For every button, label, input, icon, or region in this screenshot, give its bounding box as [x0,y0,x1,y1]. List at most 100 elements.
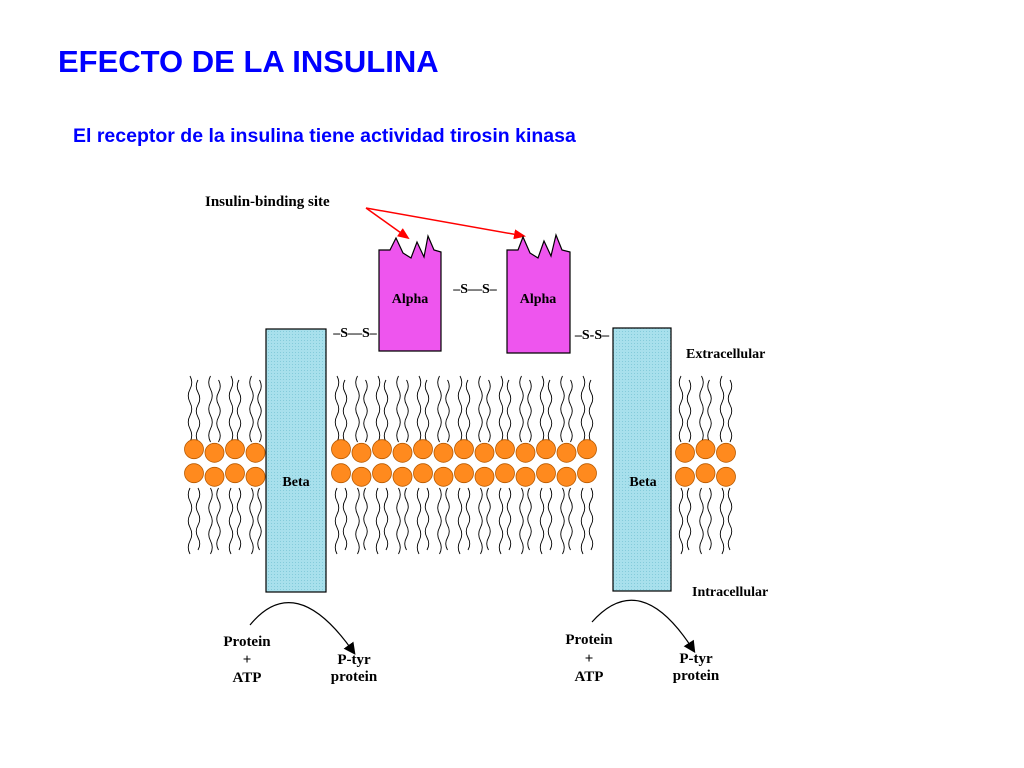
lipid-tail [506,379,512,443]
lipid-tail [580,487,586,555]
lipid-tail [560,375,565,443]
substrate-atp-left: ATP [233,670,262,686]
lipid-tail [506,487,512,551]
lipid-tail [334,487,340,555]
product-ptyr-left: P-tyr [337,652,371,668]
lipid-tail [416,375,422,443]
alpha-label-left: Alpha [392,292,429,307]
lipid-tail [396,487,401,555]
lipid-head [536,463,556,484]
lipid-tail [678,375,684,443]
lipid-head [556,466,577,487]
lipid-head [331,439,351,460]
lipid-tail [539,375,545,443]
lipid-head [245,466,266,487]
lipid-tail [228,375,234,443]
reaction-right: Protein + ATP P-tyr protein [565,599,720,685]
lipid-tail [527,487,532,551]
lipid-head [433,466,454,487]
lipid-tail [486,379,491,443]
lipid-head [245,442,266,463]
lipid-tail [236,379,242,443]
lipid-head [474,442,495,463]
lipid-head [351,466,372,487]
lipid-tail [686,379,692,443]
lipid-head [515,442,536,463]
lipid-tail [404,379,409,443]
lipid-head [433,442,454,463]
lipid-tail [216,487,221,551]
lipid-tail [457,487,463,555]
lipid-tail [187,375,193,443]
beta-subunit-left: Beta [265,328,327,593]
lipid-tail [707,379,712,443]
lipid-heads [184,439,736,487]
lipid-head [454,439,474,460]
lipid-tail [424,379,430,443]
lipid-head [184,439,204,460]
substrate-plus-right: + [585,651,594,667]
lipid-tail [195,487,201,551]
product-protein-left: protein [331,669,378,685]
lipid-tail [580,375,586,443]
lipid-tail [257,379,262,443]
lipid-tail [707,487,712,551]
lipid-tail [727,487,733,551]
lipid-tail [486,487,491,551]
lipid-head [474,466,495,487]
lipid-head [556,442,577,463]
lipid-tail [396,375,401,443]
reaction-left: Protein + ATP P-tyr protein [223,602,378,686]
lipid-tail [588,487,594,551]
lipid-tail [465,379,471,443]
lipid-head [225,439,245,460]
lipid-tail [216,379,221,443]
binding-arrow-right [365,207,526,240]
lipid-head [695,439,716,460]
lipid-tail [445,379,450,443]
lipid-tail [375,487,381,555]
lipid-tail [727,379,733,443]
extracellular-label: Extracellular [686,347,765,362]
lipid-tail [527,379,532,443]
product-ptyr-right: P-tyr [679,651,713,667]
product-protein-right: protein [673,668,720,684]
page-title: EFECTO DE LA INSULINA [58,44,439,79]
alpha-label-right: Alpha [520,292,557,307]
disulfide-alpha-alpha: –S—S– [452,282,498,297]
lipid-tail [568,379,573,443]
page-subtitle: El receptor de la insulina tiene activid… [73,125,576,147]
lipid-tail [355,487,360,555]
lipid-tail [719,375,725,443]
lipid-tail [699,375,704,443]
lipid-head [577,439,597,460]
lipid-tail [383,379,389,443]
lipid-tail [257,487,262,551]
lipid-tail [187,487,193,555]
lipid-tail [539,487,545,555]
beta-subunit-right: Beta [612,327,672,592]
lipid-tail [478,487,483,555]
beta-label-left: Beta [282,475,309,490]
lipid-tail [519,375,524,443]
alpha-subunit-right: Alpha [506,233,571,354]
lipid-tail [334,375,340,443]
lipid-tail [249,487,254,555]
intracellular-label: Intracellular [692,585,768,600]
lipid-tail [445,487,450,551]
lipid-tail [560,487,565,555]
insulin-binding-label: Insulin-binding site [205,194,330,210]
lipid-tail [342,379,348,443]
lipid-head [204,442,225,463]
lipid-head [351,442,372,463]
lipid-tail [228,487,234,555]
lipid-tail [519,487,524,555]
lipid-tail [236,487,242,551]
lipid-tail [195,379,201,443]
lipid-tail [383,487,389,551]
lipid-head [331,463,351,484]
lipid-tail [457,375,463,443]
lipid-tail [208,375,213,443]
lipid-tail [437,487,442,555]
